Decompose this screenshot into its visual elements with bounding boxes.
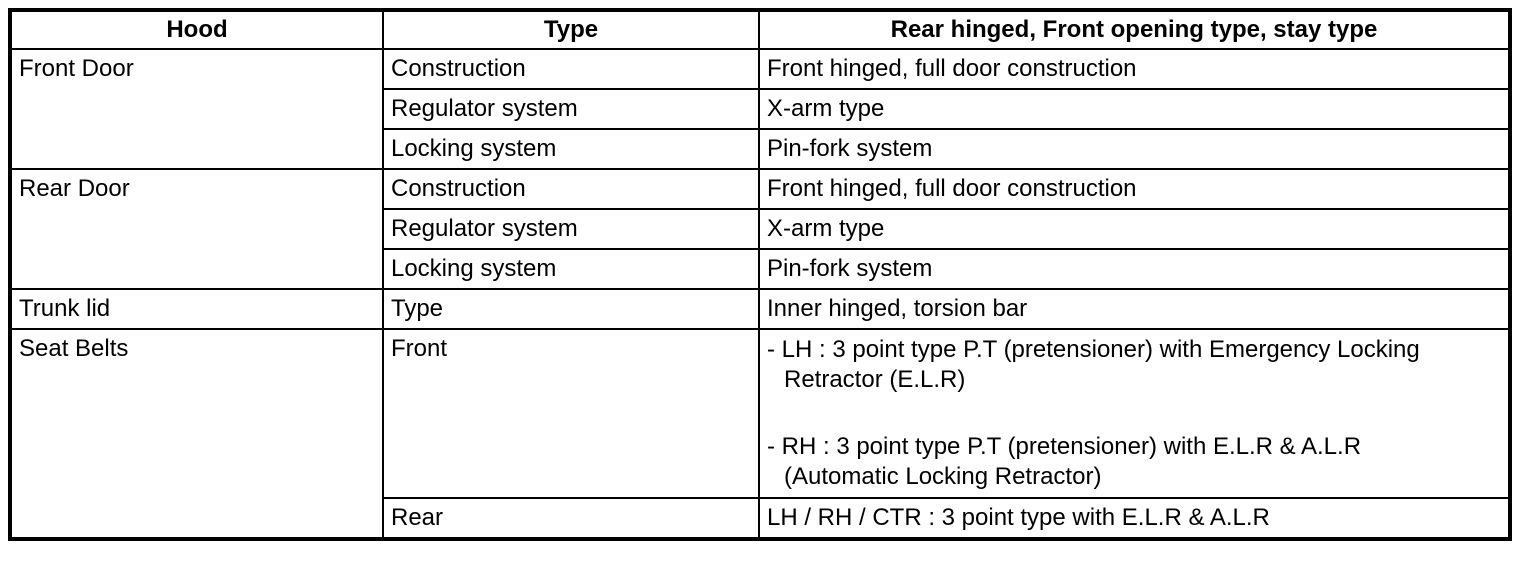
cell-front-door-locking-type: Locking system <box>381 128 760 170</box>
cell-rear-door-locking-value: Pin-fork system <box>757 248 1512 290</box>
table-row-front-door-locking: Locking system Pin-fork system <box>10 128 1512 170</box>
table-row-seat-belts-rear: Rear LH / RH / CTR : 3 point type with E… <box>10 497 1512 540</box>
cell-front-door-label: Front Door <box>9 48 384 170</box>
cell-seat-belts-front-type: Front <box>381 328 760 499</box>
cell-rear-door-locking-type: Locking system <box>381 248 760 290</box>
cell-front-door-regulator-value: X-arm type <box>757 88 1512 130</box>
table-row-seat-belts-front: Seat Belts Front - LH : 3 point type P.T… <box>9 328 1512 540</box>
header-cell-hood: Hood <box>9 9 384 50</box>
header-row: Hood Type Rear hinged, Front opening typ… <box>9 9 1512 50</box>
cell-seat-belts-rear-type: Rear <box>381 497 760 540</box>
cell-front-door-construction-value: Front hinged, full door construction <box>757 48 1512 90</box>
cell-seat-belts-front-value: - LH : 3 point type P.T (pretensioner) w… <box>757 328 1512 499</box>
cell-trunk-lid-type: Type <box>381 288 760 330</box>
table-row-rear-door-construction: Rear Door Construction Front hinged, ful… <box>9 168 1512 290</box>
cell-rear-door-regulator-type: Regulator system <box>381 208 760 250</box>
header-cell-type: Type <box>381 9 760 50</box>
cell-front-door-regulator-type: Regulator system <box>381 88 760 130</box>
cell-trunk-lid-value: Inner hinged, torsion bar <box>757 288 1512 330</box>
table-row-front-door-construction: Front Door Construction Front hinged, fu… <box>9 48 1512 170</box>
cell-rear-door-label: Rear Door <box>9 168 384 290</box>
table-row-rear-door-regulator: Regulator system X-arm type <box>10 208 1512 250</box>
cell-seat-belts-rear-value: LH / RH / CTR : 3 point type with E.L.R … <box>757 497 1512 540</box>
cell-rear-door-construction-type: Construction <box>381 168 760 210</box>
table-row-front-door-regulator: Regulator system X-arm type <box>10 88 1512 130</box>
seat-belt-front-lh-paragraph: - LH : 3 point type P.T (pretensioner) w… <box>767 335 1500 395</box>
seat-belt-front-lh-line2: Retractor (E.L.R) <box>783 366 966 393</box>
seat-belt-front-rh-paragraph: - RH : 3 point type P.T (pretensioner) w… <box>767 432 1500 492</box>
cell-rear-door-construction-value: Front hinged, full door construction <box>757 168 1512 210</box>
seat-belt-front-rh-line1: - RH : 3 point type P.T (pretensioner) w… <box>766 433 1362 460</box>
seat-belt-front-lh-line1: - LH : 3 point type P.T (pretensioner) w… <box>766 336 1420 363</box>
cell-trunk-lid-label: Trunk lid <box>9 288 384 330</box>
specifications-table: Hood Type Rear hinged, Front opening typ… <box>8 8 1512 541</box>
table-row-trunk-lid: Trunk lid Type Inner hinged, torsion bar <box>9 288 1512 330</box>
table-row-rear-door-locking: Locking system Pin-fork system <box>10 248 1512 290</box>
scanned-spec-page: Hood Type Rear hinged, Front opening typ… <box>8 8 1512 541</box>
cell-front-door-construction-type: Construction <box>381 48 760 90</box>
cell-rear-door-regulator-value: X-arm type <box>757 208 1512 250</box>
cell-seat-belts-label: Seat Belts <box>9 328 384 540</box>
cell-front-door-locking-value: Pin-fork system <box>757 128 1512 170</box>
header-cell-spec: Rear hinged, Front opening type, stay ty… <box>757 9 1512 50</box>
seat-belt-front-rh-line2: (Automatic Locking Retractor) <box>783 463 1102 490</box>
